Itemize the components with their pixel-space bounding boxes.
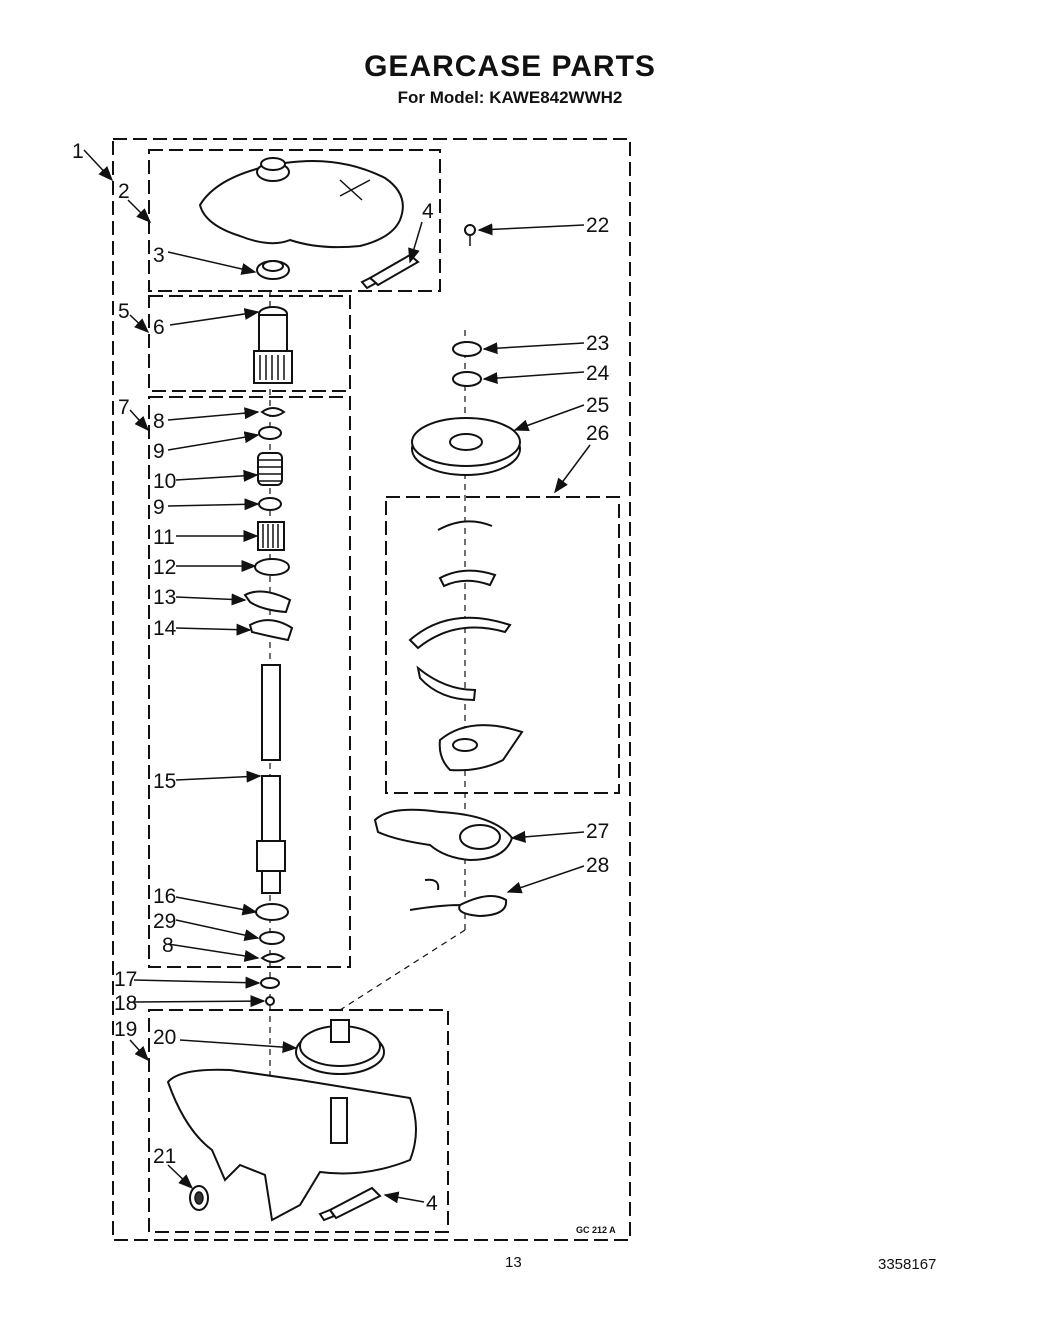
- callout-4: 4: [422, 200, 434, 223]
- washer-24: [452, 371, 482, 387]
- group-box-26: [385, 496, 620, 794]
- callout-5: 5: [118, 300, 130, 323]
- retainer-ring: [452, 341, 482, 357]
- callout-8: 8: [153, 410, 165, 433]
- callout-2: 2: [118, 180, 130, 203]
- grease-tube: [360, 253, 420, 290]
- model-subtitle: For Model: KAWE842WWH2: [397, 88, 623, 107]
- callout-29: 29: [153, 910, 176, 933]
- callout-28: 28: [586, 854, 609, 877]
- callout-20: 20: [153, 1026, 176, 1049]
- document-number: 3358167: [878, 1256, 937, 1273]
- callout-3: 3: [153, 244, 165, 267]
- callout-26: 26: [586, 422, 609, 445]
- gearcase-cover: [198, 157, 404, 249]
- callout-14: 14: [153, 617, 177, 640]
- screw: [464, 224, 476, 246]
- callout-23: 23: [586, 332, 609, 355]
- gear-small: [257, 521, 285, 551]
- callout-15: 15: [153, 770, 176, 793]
- group-box-19: [148, 1009, 449, 1233]
- group-box-5: [148, 295, 351, 392]
- grease-tube-lower: [318, 1186, 382, 1222]
- washer-lower: [258, 497, 282, 511]
- washer: [258, 426, 282, 440]
- group-box-7: [148, 396, 351, 968]
- callout-1: 1: [72, 140, 84, 163]
- callout-25: 25: [586, 394, 609, 417]
- snap-ring: [260, 407, 286, 417]
- callout-12: 12: [153, 556, 176, 579]
- ball: [265, 996, 275, 1006]
- pinion: [253, 306, 293, 384]
- gearcase-base: [166, 1019, 417, 1222]
- callout-18: 18: [114, 992, 137, 1015]
- spacer: [260, 977, 280, 989]
- clutch: [248, 619, 294, 642]
- page-title: GEARCASE PARTS: [364, 50, 656, 83]
- callout-7: 7: [118, 396, 130, 419]
- callout-27: 27: [586, 820, 609, 843]
- group-box-1: [112, 138, 631, 1241]
- shift-fork: [243, 590, 292, 614]
- callout-4-second: 4: [426, 1192, 438, 1215]
- bearing: [255, 903, 289, 921]
- rack-arm: [373, 808, 514, 862]
- cam-assembly: [408, 520, 524, 772]
- callout-11: 11: [153, 526, 175, 549]
- callout-13: 13: [153, 586, 176, 609]
- callout-17: 17: [114, 968, 137, 991]
- callout-8-second: 8: [162, 934, 174, 957]
- callout-22: 22: [586, 214, 609, 237]
- spring-clip: [409, 878, 508, 918]
- page-number: 13: [505, 1254, 522, 1271]
- snap-ring-lower: [260, 953, 286, 963]
- washer-29: [259, 931, 285, 945]
- diagram-code: GC 212 A: [576, 1225, 616, 1235]
- callout-19: 19: [114, 1018, 137, 1041]
- thrust-washer: [254, 558, 290, 576]
- callout-9: 9: [153, 440, 165, 463]
- callout-24: 24: [586, 362, 610, 385]
- callout-9-second: 9: [153, 496, 165, 519]
- seal: [256, 260, 290, 280]
- main-gear: [411, 417, 521, 476]
- callout-6: 6: [153, 316, 165, 339]
- callout-10: 10: [153, 470, 176, 493]
- spring: [257, 452, 283, 486]
- callout-16: 16: [153, 885, 176, 908]
- drive-shaft: [256, 664, 286, 894]
- seal-21: [189, 1185, 209, 1211]
- callout-21: 21: [153, 1145, 176, 1168]
